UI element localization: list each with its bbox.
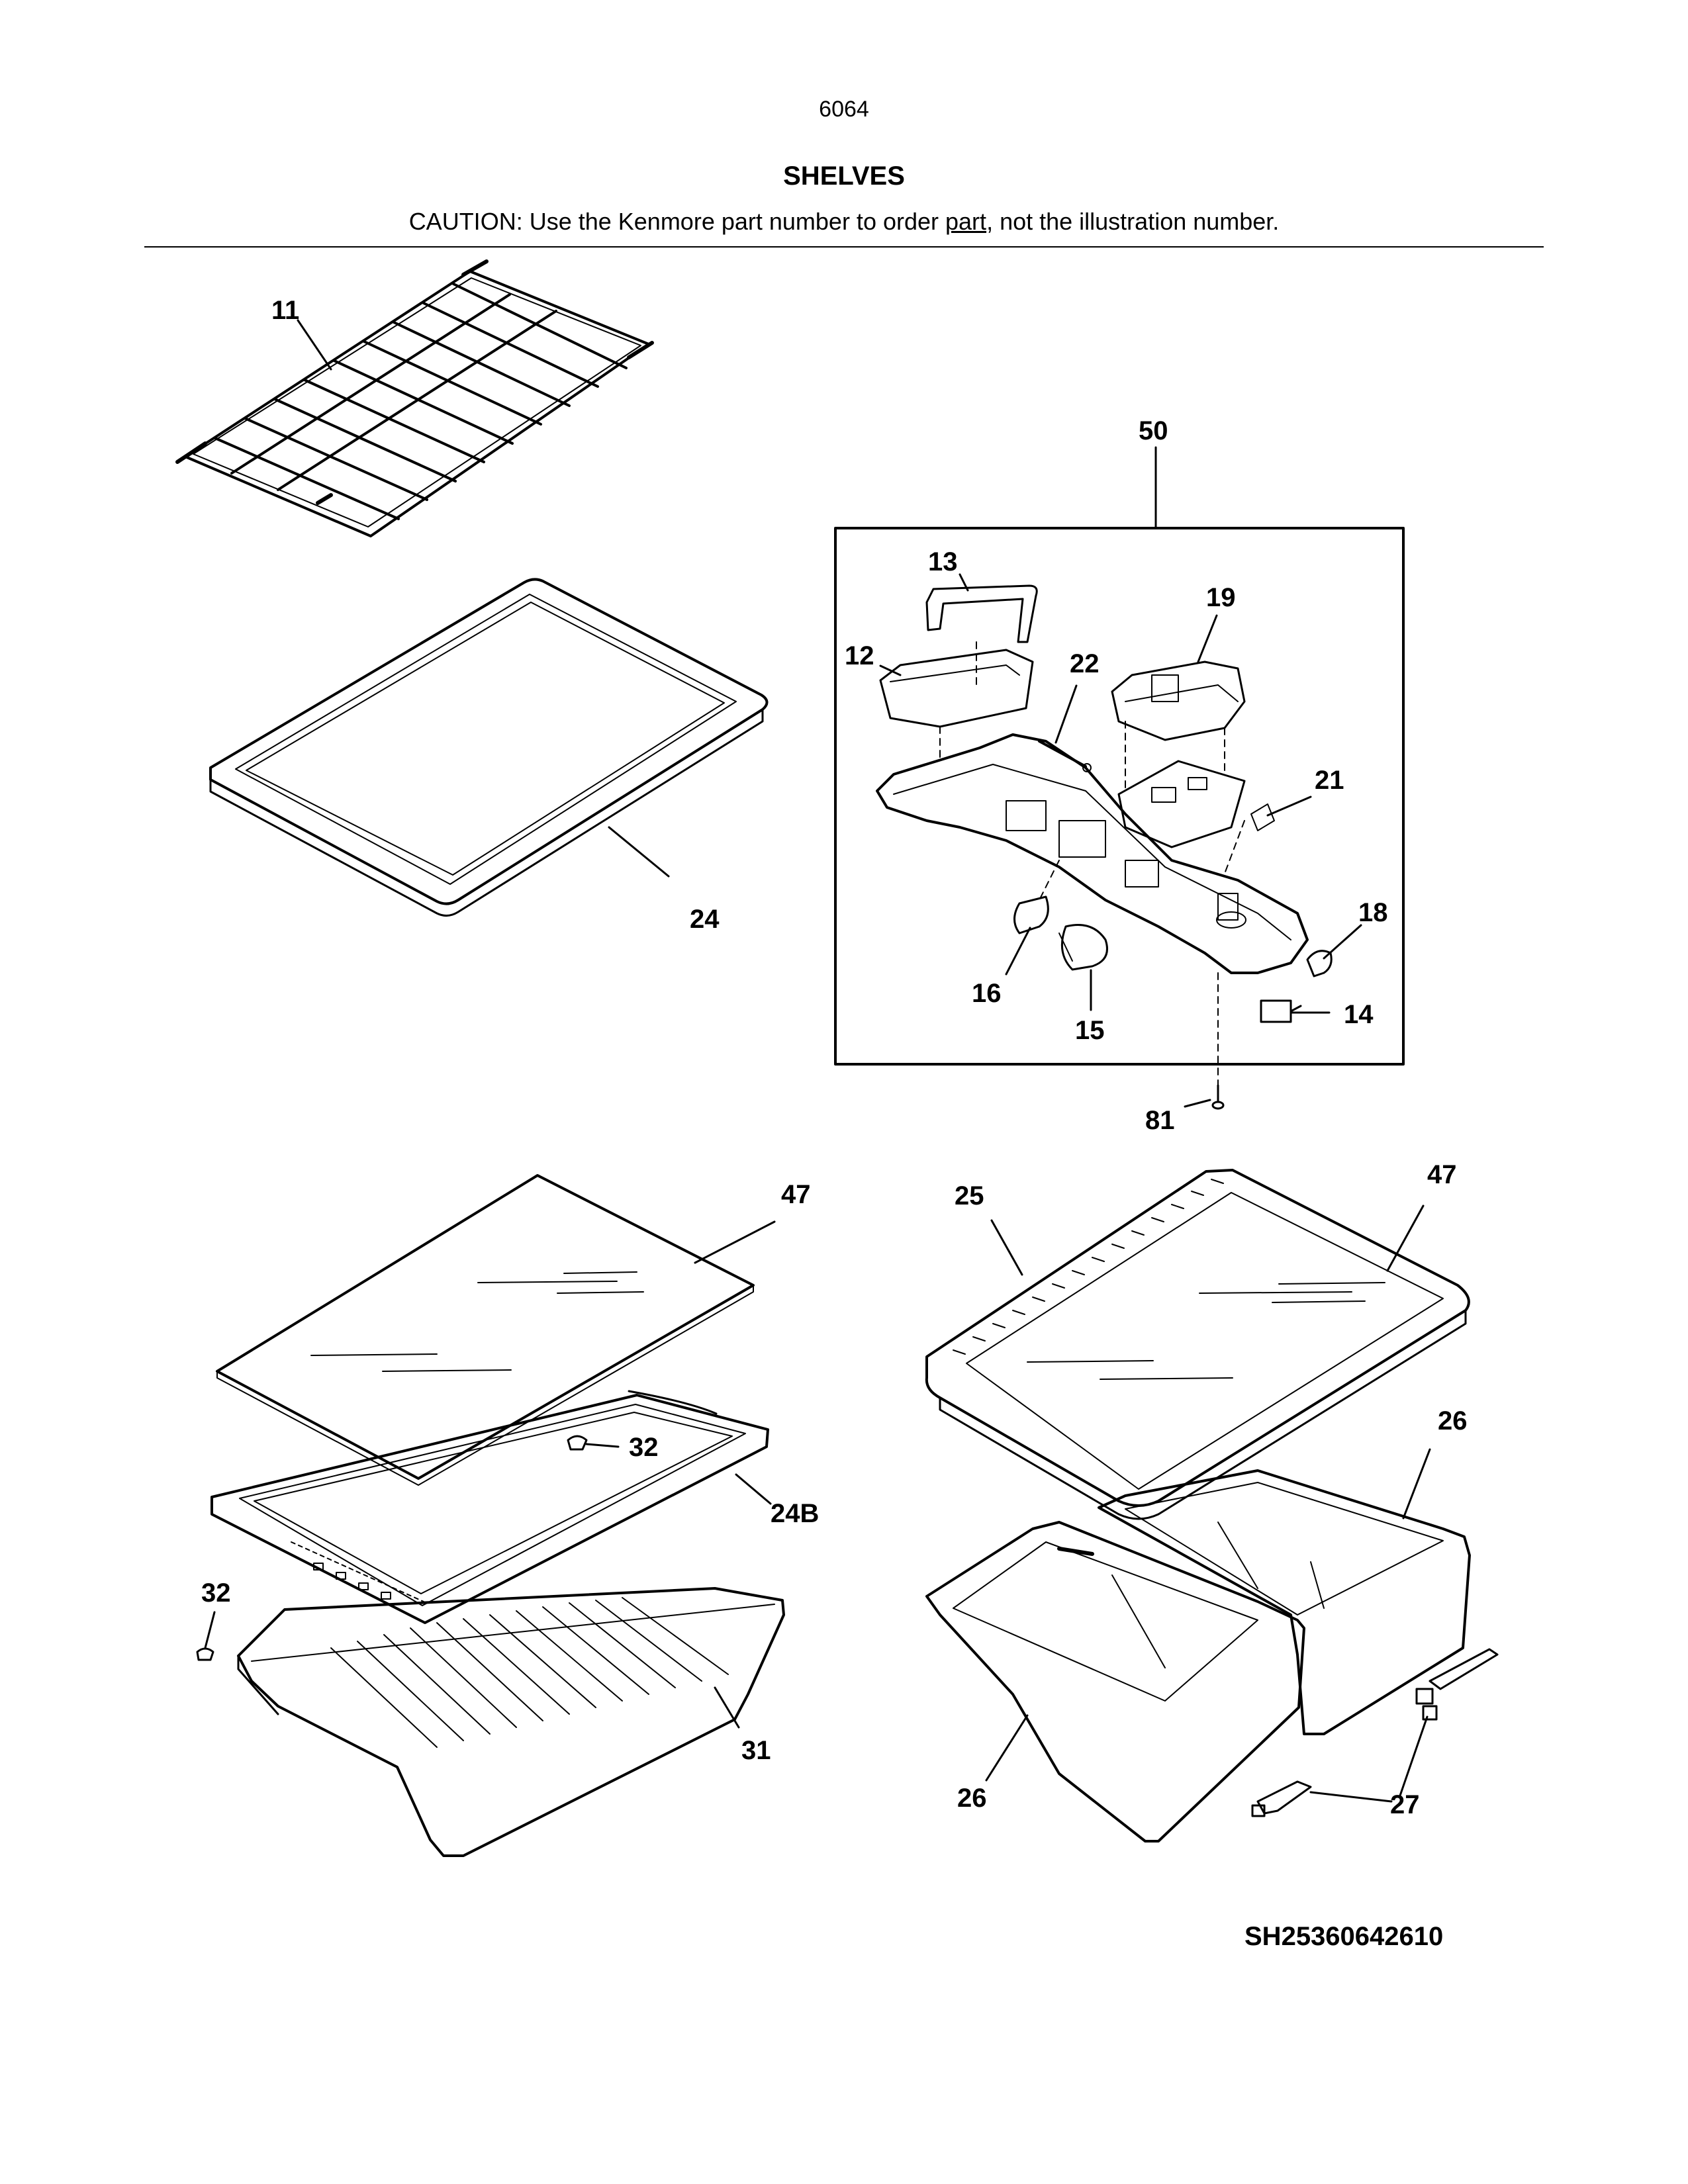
callout-26-front: 26 (957, 1784, 987, 1813)
callout-18: 18 (1358, 898, 1388, 927)
clip-part-32-lower (196, 1647, 214, 1661)
callout-31: 31 (741, 1736, 771, 1765)
glass-shelf-part-24 (209, 578, 769, 917)
crisper-drawer-part-26-rear (1098, 1469, 1471, 1735)
callout-14: 14 (1344, 1000, 1374, 1029)
callout-16: 16 (972, 979, 1002, 1008)
glass-cover-part-47-left (216, 1174, 755, 1486)
caution-prefix: CAUTION: Use the Kenmore part number to … (408, 208, 946, 235)
glass-cover-part-47-right (966, 1192, 1444, 1490)
callout-47-right: 47 (1427, 1160, 1457, 1189)
callout-25: 25 (955, 1181, 984, 1210)
wire-shelf-part-11 (175, 259, 654, 537)
control-housing-assembly-part-50 (834, 527, 1405, 1093)
screw-part-81 (1211, 1084, 1225, 1110)
caution-suffix: , not the illustration number. (986, 208, 1280, 235)
callout-19: 19 (1206, 583, 1236, 612)
header-rule (144, 246, 1544, 248)
callout-21: 21 (1315, 766, 1344, 795)
callout-47-left: 47 (781, 1180, 811, 1209)
page-title: SHELVES (783, 161, 905, 191)
callout-32-lower: 32 (201, 1578, 231, 1608)
caution-note: CAUTION: Use the Kenmore part number to … (0, 208, 1688, 236)
callout-50: 50 (1139, 416, 1168, 445)
callout-24b: 24B (771, 1499, 819, 1528)
drawer-slide-part-27-right (1415, 1648, 1499, 1721)
crisper-cover-frame-part-24b (211, 1390, 769, 1624)
diagram-id: SH25360642610 (1244, 1922, 1444, 1951)
crisper-pan-part-31 (237, 1587, 785, 1857)
callout-leader-lines (204, 319, 1431, 1803)
callout-81: 81 (1145, 1106, 1175, 1135)
callout-22: 22 (1070, 649, 1100, 678)
callout-27: 27 (1390, 1790, 1420, 1819)
callout-32-upper: 32 (629, 1433, 659, 1462)
callout-24: 24 (690, 905, 720, 934)
callout-11: 11 (271, 296, 299, 325)
callout-13: 13 (928, 547, 958, 576)
crisper-drawer-part-26-front (925, 1521, 1305, 1843)
clip-part-32-upper (567, 1435, 588, 1451)
callout-12: 12 (845, 641, 874, 670)
page-number: 6064 (819, 97, 869, 122)
drawer-slide-part-27-left (1251, 1780, 1312, 1817)
callout-15: 15 (1075, 1016, 1105, 1045)
vented-crisper-cover-part-25 (925, 1169, 1470, 1520)
caution-part-word: part (945, 208, 987, 235)
callout-26-rear: 26 (1438, 1406, 1468, 1435)
